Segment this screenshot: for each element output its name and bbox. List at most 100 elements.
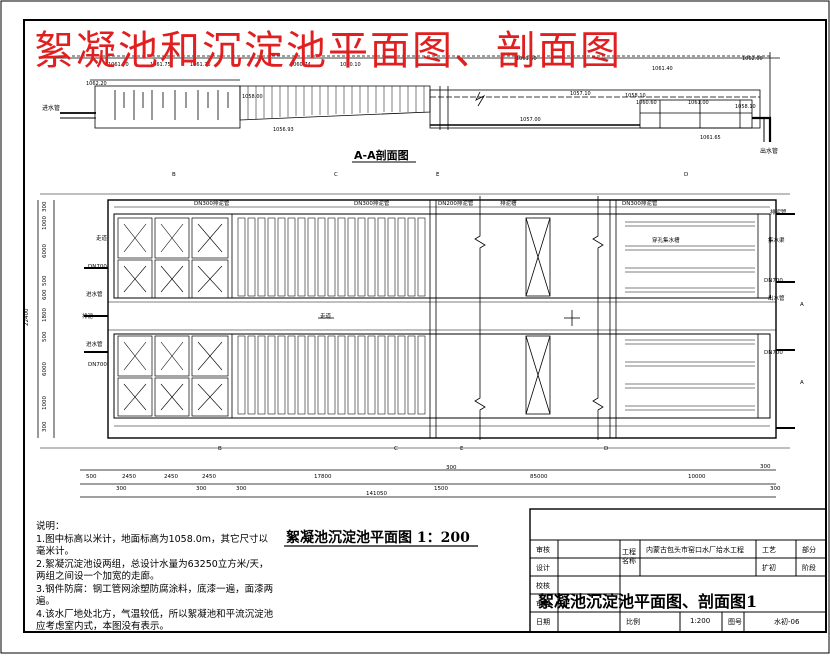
section-title: A-A剖面图 — [354, 148, 409, 162]
tb-part: 部分 — [802, 546, 816, 554]
plan-outline — [107, 199, 777, 439]
dim-left: 1000 — [42, 216, 48, 230]
label-dn-right-lower: DN700 — [764, 350, 783, 356]
lower-basin — [113, 333, 771, 419]
dim-bottom2: 300 — [116, 486, 127, 492]
flocculation-cell — [117, 377, 153, 417]
tb-date: 日期 — [536, 618, 550, 626]
dim-left: 500 — [42, 331, 48, 342]
serpentine-channel — [347, 335, 356, 415]
cell-diagonal — [197, 265, 223, 293]
elevation-text: 1056.93 — [273, 127, 294, 133]
sludge-box — [525, 217, 551, 297]
cell-diagonal — [160, 341, 184, 371]
tb-scale-label: 比例 — [626, 618, 640, 626]
collection-troughs-upper — [625, 221, 755, 293]
cell-diagonal — [160, 223, 184, 253]
flocculation-cell — [117, 335, 153, 377]
flocculation-cell — [154, 377, 190, 417]
section-mark: A — [800, 380, 804, 386]
serpentine-channel — [387, 217, 396, 297]
serpentine-channel — [297, 335, 306, 415]
serpentine-channel — [407, 335, 416, 415]
section-view — [40, 52, 780, 142]
note-line: 3.钢件防腐：钢工管网涂塑防腐涂料，底漆一遍，面漆两遍。 — [36, 583, 274, 608]
label-sludge-left: 排泥 — [82, 312, 94, 320]
outlet-pipe-label: 出水管 — [760, 147, 778, 155]
serpentine-channel — [257, 217, 266, 297]
cell-diagonal — [160, 383, 184, 411]
serpentine-channel — [337, 335, 346, 415]
section-mark: A — [800, 302, 804, 308]
label-dn-left: DN700 — [88, 264, 107, 270]
outlet-chamber — [639, 99, 753, 129]
flocculation-cell — [154, 217, 190, 259]
serpentine-channel — [357, 335, 366, 415]
elevation-text: 1060.60 — [636, 100, 657, 106]
label-sludge-pipe-right: DN200排泥管 — [438, 199, 474, 207]
note-line: 1.图中标高以米计，地面标高为1058.0m，其它尺寸以毫米计。 — [36, 533, 269, 558]
serpentine-channel — [397, 335, 406, 415]
elevation-text: 1061.70 — [108, 62, 129, 68]
serpentine-channel — [377, 217, 386, 297]
tb-design-stage: 扩初 — [762, 564, 776, 572]
elevation-text: 1058.00 — [242, 94, 263, 100]
dim-left: 6000 — [42, 244, 48, 258]
elevation-text: 1057.00 — [520, 117, 541, 123]
serpentine-channel — [407, 217, 416, 297]
label-sludge-pipe-top: DN300排泥管 — [194, 199, 230, 207]
sludge-box — [525, 335, 551, 415]
label-walkway: 走道 — [320, 312, 332, 320]
serpentine-channel — [397, 217, 406, 297]
serpentine-channel — [327, 335, 336, 415]
flocculation-cell — [191, 217, 229, 259]
label-sludge-pipe-mid: DN300排泥管 — [354, 199, 390, 207]
design-notes: 说明： 1.图中标高以米计，地面标高为1058.0m，其它尺寸以毫米计。 2.絮… — [36, 521, 276, 634]
serpentine-channel — [317, 217, 326, 297]
label-walkway-left: 走道 — [96, 234, 108, 242]
upper-basin — [113, 213, 771, 299]
dim-left: 300 — [42, 201, 48, 212]
break-line — [474, 196, 486, 440]
flocculation-cell — [191, 259, 229, 299]
section-mark: C — [334, 172, 338, 178]
dim-bottom: 2450 — [164, 474, 178, 480]
elevation-text: 1058.10 — [625, 93, 646, 99]
serpentine-channel — [237, 217, 246, 297]
elevation-text: 1061.65 — [700, 135, 721, 141]
section-mark: B — [172, 172, 176, 178]
serpentine-channel — [277, 217, 286, 297]
flocculation-cell — [117, 259, 153, 299]
dim-left: 1800 — [42, 308, 48, 322]
dim-total-width: 22400 — [24, 308, 30, 326]
flocculation-cell — [117, 217, 153, 259]
cell-diagonal — [123, 223, 147, 253]
elevation-text: 1061.75 — [190, 62, 211, 68]
elevation-text: 1061.75 — [150, 62, 171, 68]
settler-hatch — [247, 86, 425, 119]
cell-diagonal — [197, 223, 223, 253]
dim-bottom: 17800 — [314, 474, 332, 480]
dim-bottom2: 300 — [770, 486, 781, 492]
tb-project-name: 内蒙古包头市窑口水厂给水工程 — [646, 546, 744, 554]
elevation-text: 1057.10 — [570, 91, 591, 97]
elevation-text: 1061.40 — [652, 66, 673, 72]
flocculation-cell — [154, 335, 190, 377]
tb-approve: 审定 — [536, 600, 550, 608]
serpentine-channel — [387, 335, 396, 415]
elevation-text: 1060.10 — [340, 62, 361, 68]
section-mark: E — [436, 172, 440, 178]
dim-bottom: 10000 — [688, 474, 706, 480]
dim-bottom2: 300 — [196, 486, 207, 492]
cell-diagonal — [197, 383, 223, 411]
dim-bottom2: 300 — [236, 486, 247, 492]
serpentine-channel — [417, 335, 426, 415]
note-line: 4.该水厂地处北方，气温较低，所以絮凝池和平流沉淀池应考虑室内式，本图没有表示。 — [36, 608, 274, 633]
section-mark: B — [218, 446, 222, 452]
cell-diagonal — [160, 265, 184, 293]
floc-baffles — [114, 90, 229, 120]
serpentine-channel — [267, 335, 276, 415]
